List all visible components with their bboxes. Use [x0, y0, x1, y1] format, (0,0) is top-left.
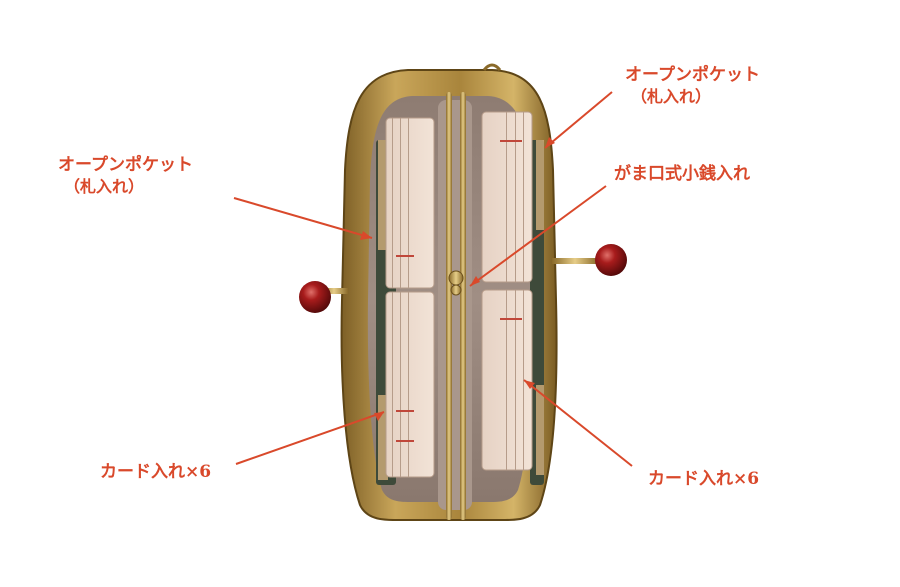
- callout-open-pocket-right-line2: （札入れ）: [631, 87, 712, 106]
- coin-purse-clasp: [448, 270, 464, 286]
- callout-open-pocket-left-line2: （札入れ）: [64, 177, 145, 196]
- top-hinge: [482, 63, 502, 71]
- callout-open-pocket-right: オープンポケット （札入れ）: [625, 64, 760, 108]
- callout-coin-purse: がま口式小銭入れ: [614, 164, 750, 184]
- callout-card-slots-left: カード入れ×6: [100, 462, 212, 482]
- clasp-bead-right: [595, 244, 627, 276]
- callout-card-slots-right: カード入れ×6: [648, 469, 760, 489]
- callout-open-pocket-left: オープンポケット （札入れ）: [58, 154, 193, 198]
- coin-purse-frame-right: [460, 92, 466, 520]
- callout-open-pocket-right-line1: オープンポケット: [625, 65, 760, 85]
- coin-purse-frame-left: [446, 92, 452, 520]
- card-stack-left: [385, 117, 435, 478]
- callout-open-pocket-left-line1: オープンポケット: [58, 155, 193, 175]
- clasp-bead-left: [299, 281, 331, 313]
- card-stack-right: [481, 111, 533, 471]
- callout-arrowheads: [360, 137, 555, 421]
- coin-purse-body: [438, 100, 472, 510]
- callout-arrows: [233, 91, 633, 467]
